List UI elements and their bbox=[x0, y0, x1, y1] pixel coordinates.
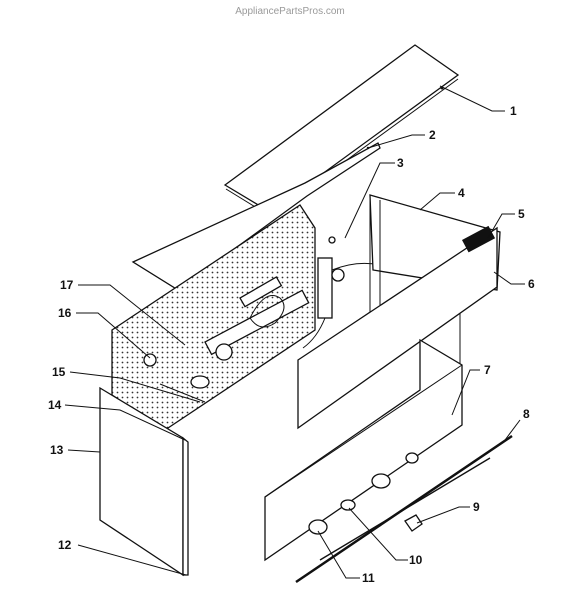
callout-17: 17 bbox=[60, 278, 74, 292]
callout-3: 3 bbox=[397, 156, 404, 170]
top-cover-panel[interactable] bbox=[223, 44, 460, 217]
callout-10: 10 bbox=[409, 553, 423, 567]
callout-4: 4 bbox=[458, 186, 465, 200]
watermark: AppliancePartsPros.com bbox=[235, 6, 345, 17]
heater-tube-assembly[interactable] bbox=[143, 276, 310, 403]
callout-7: 7 bbox=[484, 363, 491, 377]
lower-panel[interactable] bbox=[264, 338, 463, 562]
side-panel[interactable] bbox=[99, 386, 189, 577]
callout-14: 14 bbox=[48, 398, 62, 412]
callout-12: 12 bbox=[58, 538, 72, 552]
callout-13: 13 bbox=[50, 443, 64, 457]
callout-15: 15 bbox=[52, 365, 66, 379]
control-rod[interactable] bbox=[295, 434, 513, 584]
front-control-panel[interactable] bbox=[297, 225, 498, 430]
callout-9: 9 bbox=[473, 500, 480, 514]
callout-6: 6 bbox=[528, 277, 535, 291]
control-knobs[interactable] bbox=[308, 452, 423, 535]
callout-1: 1 bbox=[510, 104, 517, 118]
callout-labels: 1 2 3 4 5 6 7 8 9 10 11 12 13 14 15 16 1… bbox=[48, 104, 535, 585]
callout-2: 2 bbox=[429, 128, 436, 142]
leader-lines bbox=[64, 85, 525, 579]
callout-11: 11 bbox=[362, 571, 375, 585]
callout-8: 8 bbox=[523, 407, 530, 421]
callout-16: 16 bbox=[58, 306, 72, 320]
callout-5: 5 bbox=[518, 207, 525, 221]
